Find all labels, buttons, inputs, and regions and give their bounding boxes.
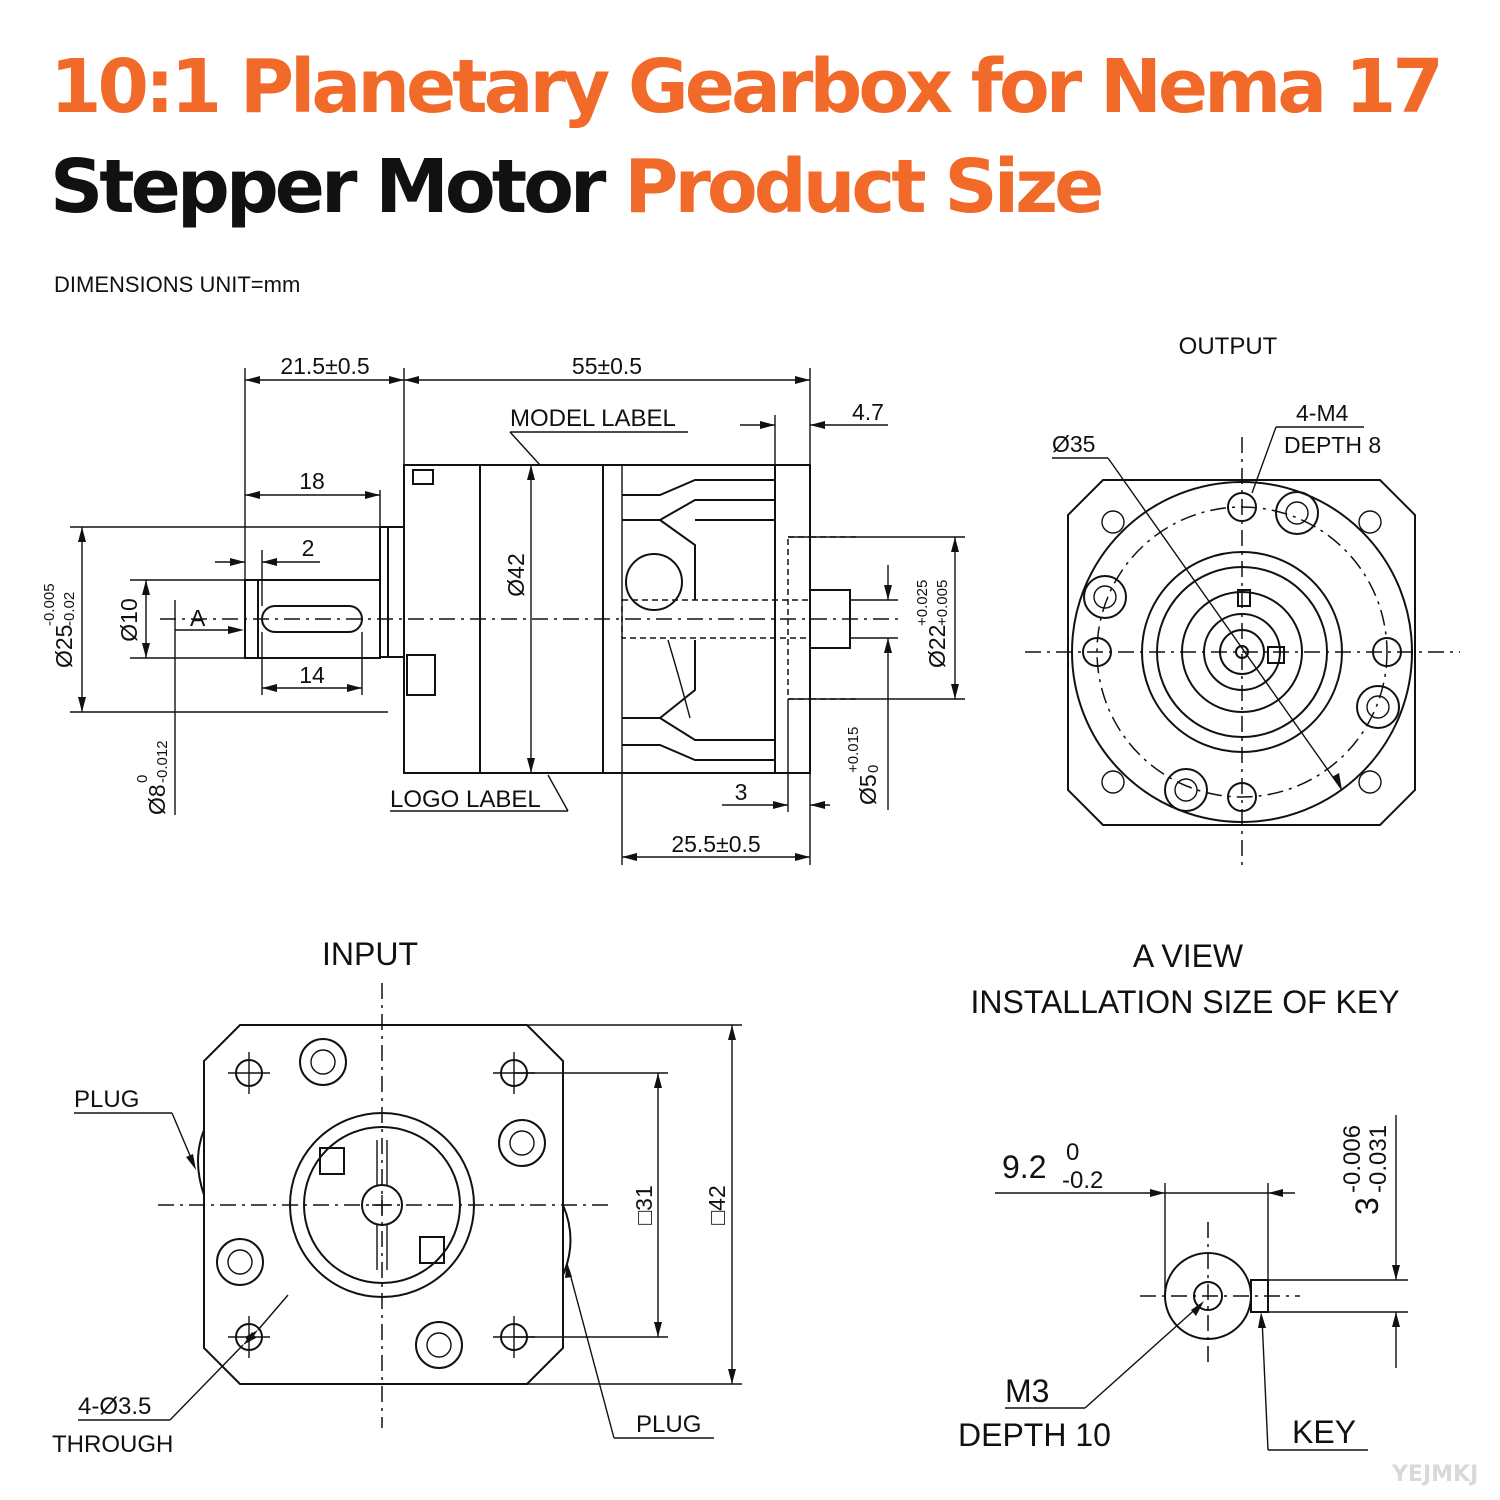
dim-14: 14 [299,662,325,688]
input-through: THROUGH [52,1431,173,1458]
dim-dia-5-tol-lower: 0 [865,765,882,773]
dim-18: 18 [299,468,325,494]
a-view-title: A VIEW [1133,938,1244,974]
input-square-42: □42 [704,1185,730,1224]
a-view-dim-9-2: 9.2 [1002,1149,1046,1185]
input-plug-left: PLUG [74,1086,139,1113]
output-depth: DEPTH 8 [1284,432,1381,458]
title-line-2-accent: Product Size [624,144,1104,230]
input-square-31: □31 [631,1185,657,1224]
watermark: YEJMKJ [1392,1462,1479,1487]
output-title: OUTPUT [1179,333,1278,360]
arrow-a-label: A [190,605,206,631]
a-view-key: KEY [1292,1414,1356,1450]
a-view: A VIEW INSTALLATION SIZE OF KEY 9.2 0 -0… [958,938,1408,1453]
a-view-subtitle: INSTALLATION SIZE OF KEY [970,984,1399,1020]
units-note: DIMENSIONS UNIT=mm [54,272,301,297]
dim-25-5: 25.5±0.5 [671,831,760,857]
dim-dia-22: Ø22 [924,625,950,668]
dim-dia-25-tol-upper: -0.005 [41,583,58,626]
dim-dia-5: Ø5 [855,774,881,805]
input-plug-right: PLUG [636,1411,701,1438]
a-view-dim-9-2-tol-upper: 0 [1066,1139,1079,1166]
dim-3: 3 [735,779,748,805]
dim-dia-10: Ø10 [116,598,142,641]
dim-dia-25: Ø25 [51,625,77,668]
dim-dia-8-tol-upper: 0 [134,775,151,783]
dim-2: 2 [302,535,315,561]
dim-dia-8: Ø8 [144,784,170,815]
side-view: 21.5±0.5 55±0.5 4.7 [41,353,965,865]
dim-55: 55±0.5 [572,353,642,379]
dim-dia-5-tol-upper: +0.015 [845,727,862,773]
output-thread: 4-M4 [1296,400,1349,426]
dim-dia-22-tol-upper: +0.025 [914,580,931,626]
input-holes: 4-Ø3.5 [78,1393,151,1420]
model-label: MODEL LABEL [510,405,676,432]
title-line-1: 10:1 Planetary Gearbox for Nema 17 [50,44,1444,130]
title-line-2: Stepper Motor Product Size [50,150,1104,224]
a-view-dim-9-2-tol-lower: -0.2 [1062,1167,1103,1194]
a-view-dim-3-tol-upper: -0.006 [1339,1125,1366,1193]
dim-dia-25-tol-lower: -0.02 [61,592,78,626]
input-view: INPUT [52,936,742,1458]
a-view-depth: DEPTH 10 [958,1417,1111,1453]
dim-dia-22-tol-lower: +0.005 [934,580,951,626]
dim-4-7: 4.7 [852,399,884,425]
output-dia-35: Ø35 [1052,431,1095,457]
a-view-dim-3-tol-lower: -0.031 [1365,1125,1392,1193]
title-line-2-dark: Stepper Motor [50,144,625,230]
a-view-dim-3: 3 [1349,1197,1385,1215]
a-view-m3: M3 [1005,1373,1049,1409]
output-view: OUTPUT [1025,333,1460,868]
dim-dia-42: Ø42 [503,553,529,596]
logo-label: LOGO LABEL [390,786,541,813]
dim-21-5: 21.5±0.5 [280,353,369,379]
dim-dia-8-tol-lower: -0.012 [154,740,171,783]
input-title: INPUT [322,936,418,972]
